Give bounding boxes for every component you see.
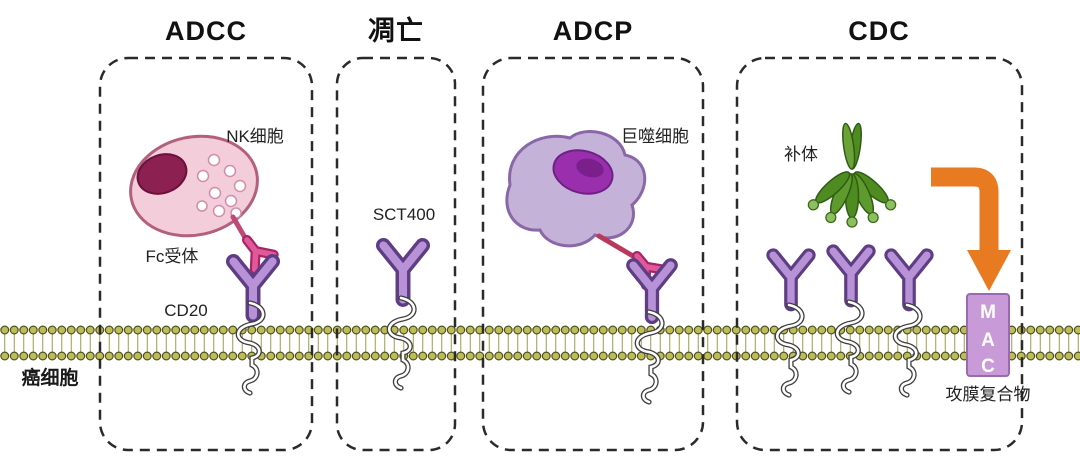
macrophage-fc-stem <box>596 233 636 259</box>
sct400-label: SCT400 <box>373 205 435 224</box>
mac-box: M A C <box>966 293 1010 377</box>
mac-arrow-icon <box>931 167 1011 291</box>
nk-vesicles <box>196 153 247 219</box>
panel-title-cdc: CDC <box>848 16 910 46</box>
complement-label: 补体 <box>784 145 818 164</box>
mac-letter-c: C <box>981 356 995 377</box>
nk-cell-label: NK细胞 <box>226 127 284 146</box>
complement-icon <box>807 122 897 228</box>
mac-letter-m: M <box>980 302 996 323</box>
antibody-icon-adcp <box>633 265 670 317</box>
antibody-icon-cdc-3 <box>891 255 927 304</box>
cd20-label: CD20 <box>164 301 207 320</box>
panel-cdc-border <box>735 56 1024 452</box>
panel-adcp-border <box>481 56 705 452</box>
mac-letter-a: A <box>981 330 995 351</box>
macrophage-cell <box>505 130 647 248</box>
panel-adcc-border <box>98 56 314 452</box>
nk-cell <box>129 134 259 238</box>
antibody-icon-cdc-1 <box>773 255 809 304</box>
antibody-icon-cdc-2 <box>833 251 869 300</box>
panel-apoptosis-border <box>335 56 457 452</box>
cancer-cell-label: 癌细胞 <box>21 366 78 389</box>
panel-title-adcc: ADCC <box>165 16 247 46</box>
nk-nucleus <box>136 153 188 195</box>
macrophage-label: 巨噬细胞 <box>621 127 689 146</box>
mac-caption: 攻膜复合物 <box>946 385 1031 404</box>
macrophage-nucleolus <box>576 158 604 178</box>
fc-receptor-label: Fc受体 <box>146 247 199 266</box>
panel-title-adcp: ADCP <box>553 16 634 46</box>
panel-title-apoptosis: 凋亡 <box>368 16 424 46</box>
antibody-icon-apoptosis <box>383 245 422 299</box>
